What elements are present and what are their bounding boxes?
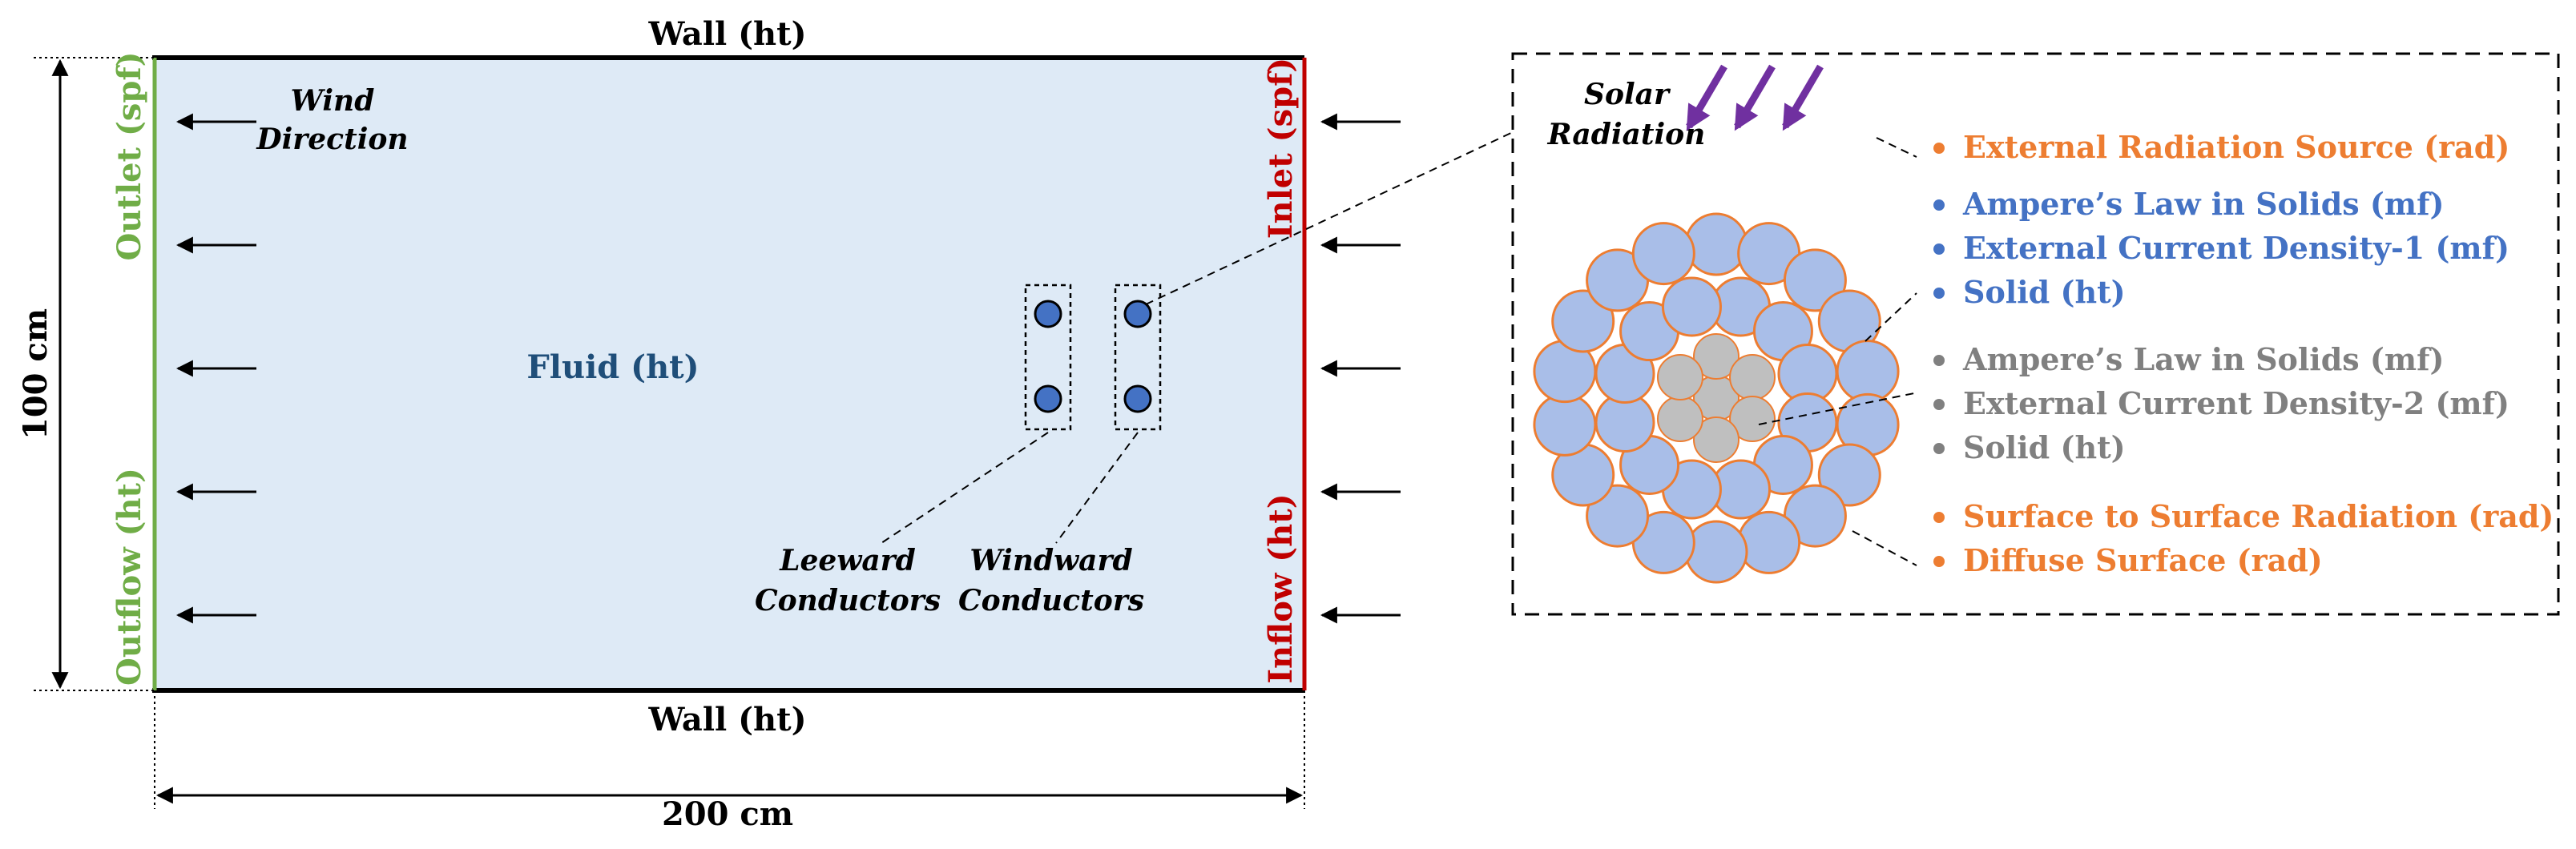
solar-arrow-icon <box>1734 64 1776 131</box>
legend-bullet-icon <box>1933 556 1945 567</box>
aluminum-strand <box>1737 510 1801 574</box>
leader-outer-strands <box>1864 292 1917 342</box>
leader-surface-radiation <box>1852 530 1917 566</box>
steel-core-strand <box>1729 396 1776 442</box>
wall-bottom-label: Wall (ht) <box>647 701 806 738</box>
steel-core-strand <box>1693 416 1740 463</box>
aluminum-strand <box>1661 276 1722 337</box>
solar-arrow-icon <box>1782 64 1824 131</box>
leeward-conductor-bottom <box>1034 384 1062 413</box>
steel-core-strand <box>1656 396 1703 442</box>
aluminum-strand <box>1684 212 1748 276</box>
leeward-label-line1: Leeward <box>779 544 916 577</box>
legend-bullet-icon <box>1933 199 1945 211</box>
wind-direction-arrows-inlet <box>1320 113 1401 624</box>
wind-label-line1: Wind <box>291 84 375 118</box>
windward-conductor-top <box>1123 300 1152 328</box>
windward-conductor-bottom <box>1123 384 1152 413</box>
legend-item-label: Diffuse Surface (rad) <box>1963 542 2323 578</box>
legend-item-label: Ampere’s Law in Solids (mf) <box>1962 186 2444 222</box>
fluid-label: Fluid (ht) <box>526 348 699 386</box>
legend-item-label: Ampere’s Law in Solids (mf) <box>1962 341 2444 377</box>
legend-bullet-icon <box>1933 399 1945 410</box>
legend-item-label: Solid (ht) <box>1963 429 2126 465</box>
leeward-label-line2: Conductors <box>755 584 941 618</box>
solar-radiation-arrows <box>1686 64 1824 131</box>
windward-conductor-box <box>1114 284 1162 431</box>
fluid-domain <box>155 58 1304 690</box>
leeward-conductor-top <box>1034 300 1062 328</box>
cable-cross-section <box>1533 212 1900 584</box>
aluminum-strand <box>1684 520 1748 584</box>
detail-box <box>1511 52 2560 616</box>
legend-item-label: Surface to Surface Radiation (rad) <box>1963 498 2554 534</box>
outlet-label: Outlet (spf) <box>111 52 148 261</box>
legend-bullet-icon <box>1933 355 1945 366</box>
aluminum-strand <box>1551 289 1615 353</box>
aluminum-strand <box>1586 484 1650 548</box>
legend-bullet-icon <box>1933 443 1945 454</box>
leeward-leader-line <box>881 432 1049 544</box>
aluminum-strand <box>1783 248 1847 312</box>
legend-bullet-icon <box>1933 512 1945 523</box>
aluminum-strand <box>1631 222 1695 286</box>
windward-label-line1: Windward <box>970 544 1132 577</box>
legend-item-label: External Current Density-2 (mf) <box>1963 385 2509 421</box>
physics-legend: External Radiation Source (rad) Ampere’s … <box>1933 129 2554 578</box>
windward-leader-line <box>1055 432 1139 544</box>
inlet-label: Inlet (spf) <box>1262 58 1300 239</box>
outflow-label: Outflow (ht) <box>111 468 148 686</box>
windward-label-line2: Conductors <box>958 584 1144 618</box>
legend-item-label: Solid (ht) <box>1963 274 2126 310</box>
inflow-label: Inflow (ht) <box>1262 493 1300 683</box>
legend-item-label: External Radiation Source (rad) <box>1963 129 2509 165</box>
wind-label-line2: Direction <box>256 123 408 156</box>
aluminum-strand <box>1533 392 1597 457</box>
steel-core-strand <box>1656 354 1703 400</box>
aluminum-strand <box>1836 340 1900 404</box>
width-label: 200 cm <box>662 795 793 833</box>
steel-core-strand <box>1693 333 1740 380</box>
aluminum-strand <box>1817 443 1881 507</box>
height-label: 100 cm <box>17 308 54 440</box>
leader-external-radiation <box>1876 137 1917 158</box>
wind-direction-arrows-outlet <box>175 113 256 624</box>
solar-label-line2: Radiation <box>1547 118 1706 151</box>
solar-label-line1: Solar <box>1584 78 1671 111</box>
leeward-conductor-box <box>1024 284 1072 431</box>
legend-bullet-icon <box>1933 288 1945 299</box>
steel-core-strand <box>1729 354 1776 400</box>
solar-arrow-icon <box>1686 64 1727 131</box>
legend-bullet-icon <box>1933 243 1945 255</box>
legend-bullet-icon <box>1933 143 1945 154</box>
wall-top-label: Wall (ht) <box>647 15 806 53</box>
legend-item-label: External Current Density-1 (mf) <box>1963 230 2509 266</box>
